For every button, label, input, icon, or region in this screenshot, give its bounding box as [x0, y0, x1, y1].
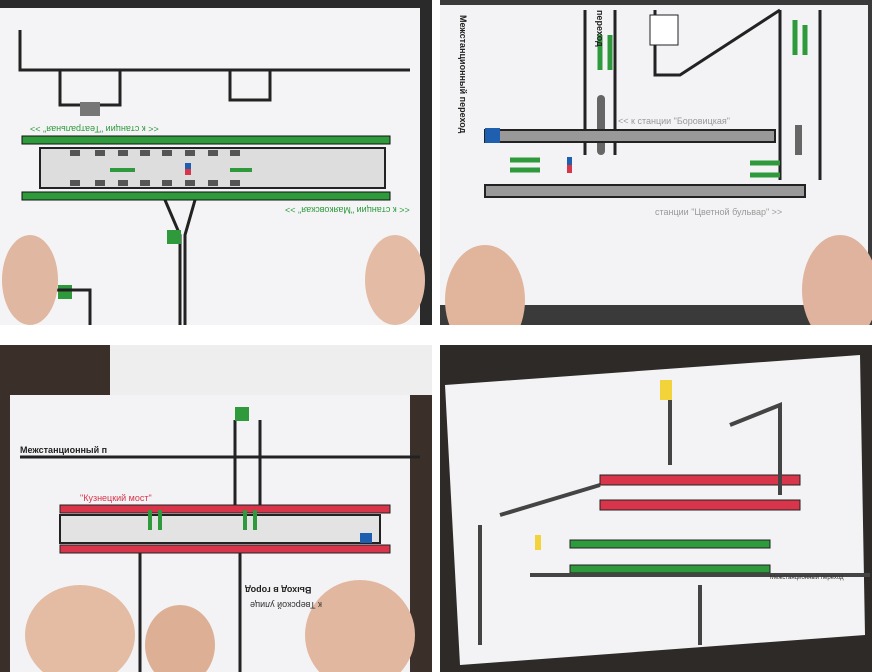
map-drawing — [440, 5, 872, 325]
transfer-label: Межстанционный переход — [770, 575, 844, 581]
station-label-top: "Кузнецкий мост" — [80, 493, 152, 503]
map-drawing — [445, 355, 870, 665]
photo-map-2: << к станции "Боровицкая" станции "Цветн… — [440, 0, 872, 325]
photo-map-3: Межстанционный п "Кузнецкий мост" Выход … — [0, 345, 432, 672]
map-drawing — [0, 8, 425, 325]
transfer-label: Межстанционный переход — [458, 15, 468, 134]
map-drawing — [10, 345, 432, 672]
exit-label: Выход в город — [245, 585, 312, 595]
photo-map-4: Межстанционный переход — [440, 345, 872, 672]
station-label-top: << к станции "Боровицкая" — [618, 116, 730, 126]
station-label-bottom: << к станции "Маяковская" >> — [285, 205, 410, 215]
station-label-top: << к станции "Театральная" >> — [30, 124, 159, 134]
exit-label-2: к Тверской улице — [250, 600, 322, 610]
transfer-label-2: переход — [595, 10, 605, 47]
station-label-bottom: станции "Цветной бульвар" >> — [655, 207, 783, 217]
photo-map-1: << к станции "Театральная" >> << к станц… — [0, 0, 432, 325]
transfer-label: Межстанционный п — [20, 445, 108, 455]
